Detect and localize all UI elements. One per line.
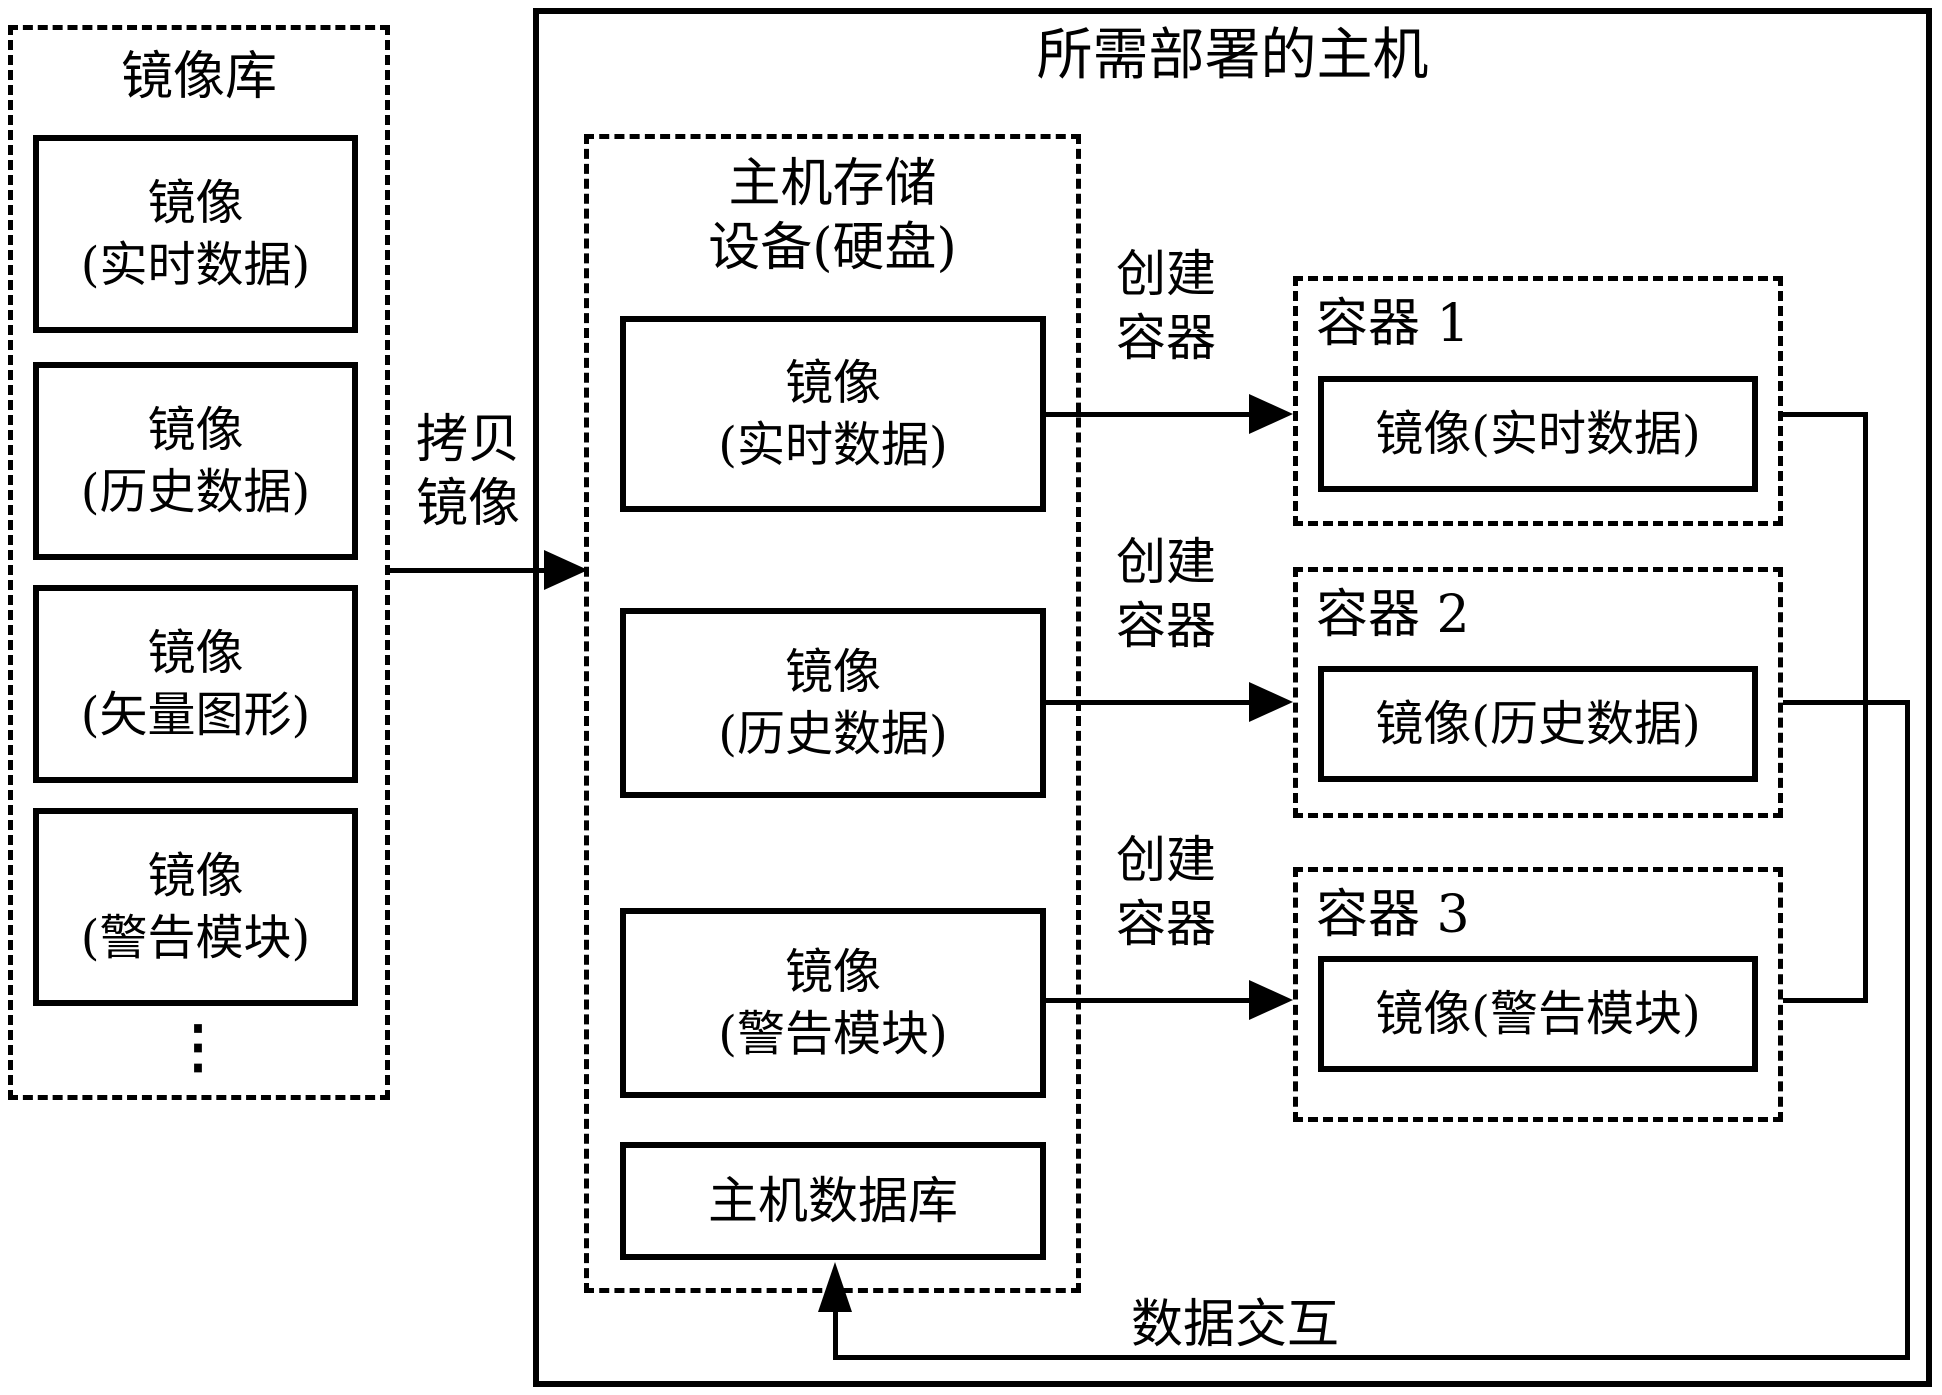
data-interaction-vertical-line	[1905, 700, 1910, 1360]
container-box-3	[1293, 867, 1783, 1122]
storage-image-label-line1: 镜像	[784, 644, 881, 700]
container-box-1	[1293, 276, 1783, 526]
storage-image-label-line1: 镜像	[784, 355, 881, 411]
create-container-arrow-line-1	[1046, 412, 1252, 417]
create-label-line1: 创建	[1116, 831, 1216, 889]
repo-image-label-line1: 镜像	[147, 625, 244, 681]
container-image-label-3: 镜像(警告模块)	[1375, 986, 1701, 1042]
container-image-box-2: 镜像(历史数据)	[1318, 666, 1758, 782]
host-database-label: 主机数据库	[708, 1172, 958, 1230]
deploy-host-box	[533, 8, 1932, 1387]
copy-image-arrow-head	[544, 550, 588, 590]
container1-exit-line	[1783, 412, 1868, 417]
repo-ellipsis: ⋮	[169, 1012, 229, 1080]
container-title-2: 容器 2	[1316, 585, 1470, 645]
repo-image-label-line2: (警告模块)	[80, 910, 311, 966]
create-container-arrow-line-2	[1046, 700, 1252, 705]
storage-image-label-line2: (警告模块)	[718, 1006, 948, 1062]
copy-image-arrow-line	[390, 568, 548, 573]
container2-exit-line	[1783, 700, 1910, 705]
create-container-arrow-head-1	[1249, 394, 1293, 434]
create-container-arrow-head-2	[1249, 682, 1293, 722]
host-storage-title-line1: 主机存储	[728, 154, 937, 214]
container-title-3: 容器 3	[1316, 885, 1470, 945]
container3-join-line	[1783, 998, 1868, 1003]
host-storage-title: 主机存储 设备(硬盘)	[584, 152, 1081, 280]
create-container-label-3: 创建 容器	[1096, 828, 1236, 956]
repo-image-label-line2: (矢量图形)	[80, 687, 311, 743]
container-box-2	[1293, 567, 1783, 818]
repo-image-label-line2: (实时数据)	[80, 237, 311, 293]
create-container-label-2: 创建 容器	[1096, 530, 1236, 658]
create-label-line2: 容器	[1116, 597, 1216, 655]
storage-image-label-line2: (实时数据)	[718, 417, 948, 473]
copy-image-label: 拷贝 镜像	[392, 408, 544, 536]
create-label-line2: 容器	[1116, 895, 1216, 953]
host-storage-title-line2: 设备(硬盘)	[708, 218, 957, 278]
repo-image-box-vector: 镜像 (矢量图形)	[33, 585, 358, 783]
repo-image-box-history: 镜像 (历史数据)	[33, 362, 358, 560]
database-arrow-line	[833, 1308, 838, 1360]
repo-image-label-line2: (历史数据)	[80, 464, 311, 520]
create-container-arrow-head-3	[1249, 980, 1293, 1020]
containers-1-3-vertical-line	[1863, 412, 1868, 1003]
data-interaction-label: 数据交互	[1130, 1295, 1339, 1355]
storage-image-box-warning: 镜像 (警告模块)	[620, 908, 1046, 1098]
container-image-box-3: 镜像(警告模块)	[1318, 956, 1758, 1072]
repo-image-label-line1: 镜像	[147, 848, 244, 904]
data-interaction-bottom-line	[833, 1355, 1910, 1360]
container-title-1: 容器 1	[1316, 294, 1470, 354]
create-container-label-1: 创建 容器	[1096, 242, 1236, 370]
create-label-line1: 创建	[1116, 245, 1216, 303]
storage-image-label-line1: 镜像	[784, 944, 881, 1000]
storage-image-box-history: 镜像 (历史数据)	[620, 608, 1046, 798]
image-repository-box	[8, 25, 390, 1100]
create-container-arrow-line-3	[1046, 998, 1252, 1003]
create-label-line1: 创建	[1116, 533, 1216, 591]
container-image-box-1: 镜像(实时数据)	[1318, 376, 1758, 492]
repo-image-label-line1: 镜像	[147, 175, 244, 231]
deploy-host-title: 所需部署的主机	[1036, 23, 1429, 88]
copy-image-label-line2: 镜像	[415, 474, 520, 534]
storage-image-label-line2: (历史数据)	[718, 706, 948, 762]
copy-image-label-line1: 拷贝	[415, 410, 520, 470]
container-image-label-1: 镜像(实时数据)	[1375, 406, 1701, 462]
host-database-box: 主机数据库	[620, 1142, 1046, 1260]
image-repository-title: 镜像库	[120, 47, 277, 107]
storage-image-box-realtime: 镜像 (实时数据)	[620, 316, 1046, 512]
database-arrow-head	[818, 1262, 852, 1312]
container-image-label-2: 镜像(历史数据)	[1375, 696, 1701, 752]
repo-image-box-realtime: 镜像 (实时数据)	[33, 135, 358, 333]
repo-image-label-line1: 镜像	[147, 402, 244, 458]
create-label-line2: 容器	[1116, 309, 1216, 367]
repo-image-box-warning: 镜像 (警告模块)	[33, 808, 358, 1006]
